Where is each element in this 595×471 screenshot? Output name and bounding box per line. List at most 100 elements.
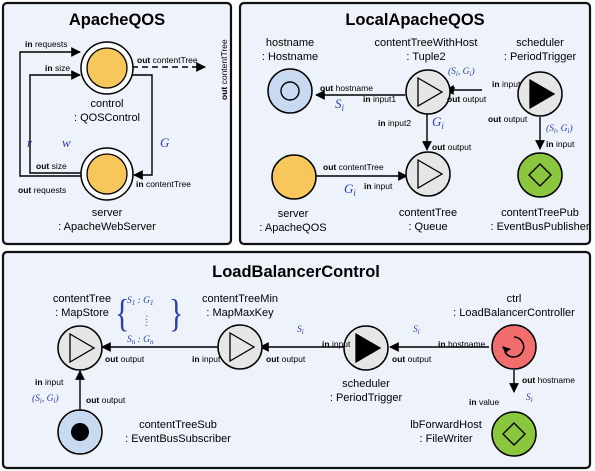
port-in: in — [322, 339, 330, 349]
port-in: in — [469, 397, 477, 407]
ctrl-name: ctrl — [507, 293, 522, 305]
writer-name: lbForwardHost — [410, 419, 482, 431]
apacheqos-panel: ApacheQOS control : QOSControl server : … — [1, 1, 233, 246]
svg-text:in input2: in input2 — [378, 118, 411, 128]
Si-lb-2: Si — [413, 325, 420, 336]
SiGi-label-1: (Si, Gi) — [448, 66, 475, 78]
control-contentTree-port: contentTree — [153, 55, 198, 65]
control-requests-port: requests — [35, 39, 68, 49]
cth-name: contentTreeWithHost — [375, 37, 478, 49]
brace-right: } — [169, 292, 183, 336]
local-scheduler-input-port: input — [502, 79, 521, 89]
svg-text:in input: in input — [192, 354, 221, 364]
sub-node[interactable] — [57, 409, 103, 455]
cth-output-port: output — [463, 94, 487, 104]
control-name: control — [90, 98, 123, 110]
local-server-name: server — [278, 208, 309, 220]
port-in: in — [363, 94, 371, 104]
port-in: in — [25, 39, 33, 49]
hostname-node[interactable] — [267, 68, 313, 114]
writer-type: : FileWriter — [420, 433, 473, 445]
local-scheduler-node[interactable] — [517, 71, 563, 117]
queue-node[interactable] — [405, 151, 451, 197]
control-size-port: size — [55, 63, 70, 73]
port-in: in — [546, 139, 554, 149]
svg-text:in input1: in input1 — [363, 94, 396, 104]
svg-text:out output: out output — [447, 94, 487, 104]
apacheqos-title: ApacheQOS — [69, 11, 165, 29]
local-server-node[interactable] — [271, 154, 317, 200]
ctrl-node[interactable] — [491, 324, 537, 370]
server-type: : ApacheWebServer — [58, 221, 156, 233]
store-input-port: input — [45, 377, 64, 387]
r-label: r — [27, 135, 33, 150]
server-node[interactable] — [80, 147, 134, 201]
local-server-type: : ApacheQOS — [259, 222, 326, 234]
map-top: S1 : G1 — [127, 296, 154, 307]
store-node[interactable] — [57, 325, 103, 371]
minkey-type: : MapMaxKey — [206, 307, 274, 319]
port-out: out — [320, 83, 333, 93]
ring-node-icon — [280, 81, 300, 101]
port-out: out — [266, 354, 279, 364]
writer-input-port: value — [479, 397, 500, 407]
pub-node[interactable] — [517, 152, 563, 198]
port-out: out — [447, 94, 460, 104]
G-label: G — [160, 135, 170, 150]
control-type: : QOSControl — [74, 112, 140, 124]
contentTree-loop-edge — [132, 74, 153, 180]
diamond-node-icon — [528, 163, 552, 187]
triangle-node-icon — [229, 331, 256, 363]
sub-output-port: output — [102, 395, 126, 405]
pub-name: contentTreePub — [501, 207, 579, 219]
Si-lb-1: Si — [297, 325, 304, 336]
port-in: in — [364, 181, 372, 191]
map-top-base: S — [127, 296, 132, 306]
svg-text:out requests: out requests — [18, 185, 66, 195]
map-brace: { S1 : G1 : : Sn : Gn } — [115, 292, 183, 346]
local-scheduler-type: : PeriodTrigger — [504, 51, 577, 63]
port-in: in — [378, 118, 386, 128]
svg-text:in requests: in requests — [25, 39, 68, 49]
local-server-port: contentTree — [339, 162, 384, 172]
cth-input2-port: input2 — [388, 118, 411, 128]
lb-scheduler-output-port: output — [408, 354, 432, 364]
lb-scheduler-node[interactable] — [343, 325, 389, 371]
sub-name: contentTreeSub — [139, 419, 217, 431]
cth-node[interactable] — [405, 69, 451, 115]
ctrl-output-port: hostname — [538, 375, 576, 385]
store-name: contentTree — [53, 293, 111, 305]
Gi-label-local-2: Gi — [344, 181, 356, 198]
svg-text:in input: in input — [35, 377, 64, 387]
svg-text:out hostname: out hostname — [320, 83, 373, 93]
Si-lb-2-base: S — [413, 325, 418, 335]
writer-node[interactable] — [491, 411, 537, 457]
svg-text:in input: in input — [492, 79, 521, 89]
server-requests-port: requests — [34, 185, 67, 195]
loadbalancer-title: LoadBalancerControl — [212, 263, 380, 281]
svg-text:in contentTree: in contentTree — [136, 179, 191, 189]
SiGi-label-2: (Si, Gi) — [546, 123, 573, 135]
port-in: in — [492, 79, 500, 89]
svg-text:out output: out output — [488, 114, 528, 124]
local-scheduler-name: scheduler — [516, 37, 564, 49]
map-bottom-base: S — [127, 335, 132, 345]
triangle-node-icon — [417, 76, 444, 108]
store-type: : MapStore — [55, 307, 109, 319]
brace-left: { — [115, 292, 129, 336]
size-loop-edge — [29, 70, 118, 174]
svg-text:out size: out size — [36, 161, 67, 171]
queue-input-port: input — [374, 181, 393, 191]
triangle-node-icon — [69, 332, 96, 364]
cycle-arrow-node-icon — [504, 336, 525, 358]
triangle-node-icon — [417, 158, 444, 190]
svg-text:out output: out output — [392, 354, 432, 364]
control-node[interactable] — [80, 41, 134, 95]
minkey-node[interactable] — [217, 324, 263, 370]
Si-lb-1-base: S — [297, 325, 302, 335]
map-dots-2: : — [145, 319, 148, 329]
requests-loop-edge — [19, 47, 118, 177]
Si-label-local: Si — [335, 96, 345, 113]
orange-circle-icon — [271, 154, 317, 200]
port-in: in — [45, 63, 53, 73]
